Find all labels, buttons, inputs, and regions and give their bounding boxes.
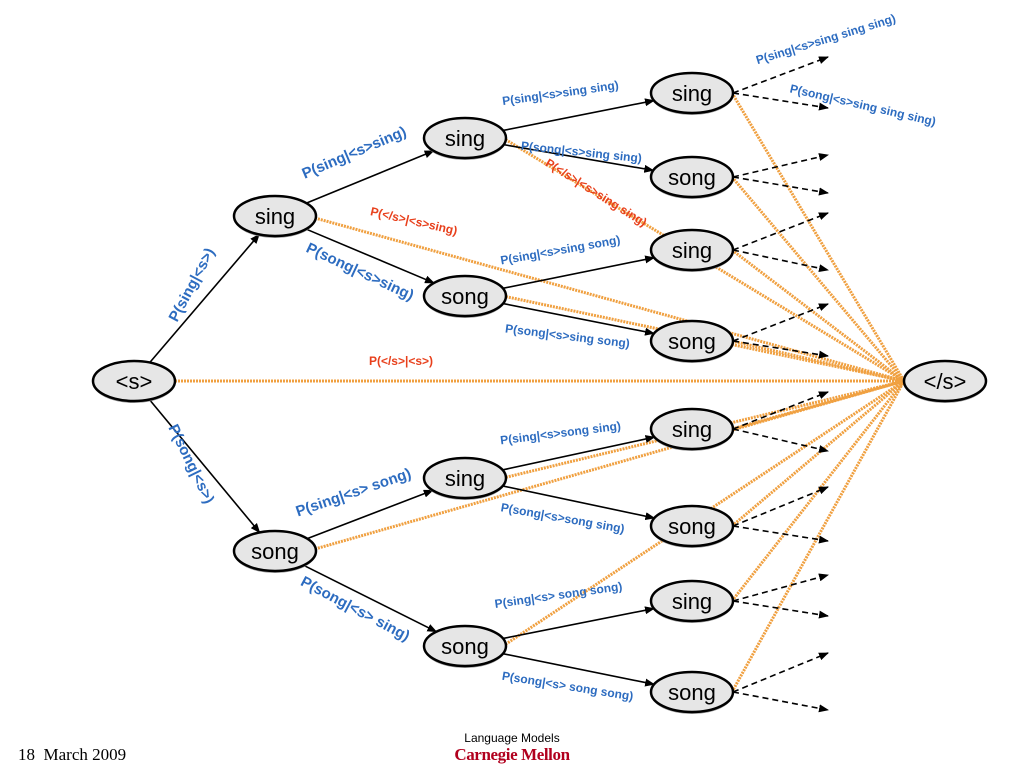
- continuation-arrow-l3_3-2: [732, 249, 829, 273]
- continuation-arrow-l3_7-1: [732, 573, 829, 602]
- node-label: sing: [445, 126, 485, 151]
- continuation-arrow-l3_1-2: [732, 92, 829, 111]
- arrow-gg-to-song: [502, 652, 656, 687]
- end-path-l3_4: [731, 339, 905, 383]
- node-label: song: [441, 634, 489, 659]
- continuation-arrow-l3_4-2: [732, 340, 829, 359]
- arrow-sing-to-song: [305, 228, 435, 284]
- node-label: song: [668, 329, 716, 354]
- node-l1-song: song: [232, 529, 318, 573]
- node-end: </s>: [902, 359, 988, 403]
- node-label: song: [668, 514, 716, 539]
- edge-label-gs-to-song: P(song|<s>song sing): [500, 500, 626, 536]
- end-path-l3_8: [730, 380, 906, 693]
- node-label: sing: [445, 466, 485, 491]
- continuation-arrow-l3_1-1: [732, 56, 829, 94]
- node-label: sing: [672, 589, 712, 614]
- node-l3-5: sing: [649, 407, 735, 451]
- edge-label-gg-to-sing: P(sing|<s> song song): [494, 579, 623, 611]
- edge-label-gg-to-song: P(song|<s> song song): [501, 669, 634, 704]
- node-l3-7: sing: [649, 579, 735, 623]
- continuation-arrow-l3_8-2: [732, 691, 829, 713]
- end-path-l3_2: [730, 176, 906, 382]
- node-l3-2: song: [649, 155, 735, 199]
- continuation-arrow-l3_3-1: [732, 212, 829, 251]
- edge-label-song-to-sing: P(sing|<s> song): [294, 465, 414, 520]
- footer-brand-logo: Carnegie Mellon: [454, 745, 570, 764]
- continuation-arrow-l3_2-1: [732, 153, 829, 178]
- arrow-start-to-song: [148, 399, 261, 534]
- arrows: [148, 98, 656, 687]
- edge-label-sss-to-sing: P(sing|<s>sing sing sing): [754, 11, 897, 67]
- edge-label-gs-to-sing: P(sing|<s>song sing): [499, 419, 621, 448]
- footer-branding: Language Models Carnegie Mellon: [412, 731, 612, 765]
- continuation-arrow-l3_7-2: [732, 600, 829, 619]
- end-path-l3_3: [731, 248, 905, 383]
- node-l2-sing-song: song: [422, 274, 508, 318]
- node-label: song: [251, 539, 299, 564]
- footer-subtitle: Language Models: [464, 731, 560, 745]
- node-start: <s>: [91, 359, 177, 403]
- arrow-gg-to-sing: [502, 606, 655, 640]
- arrow-gs-to-sing: [502, 435, 656, 471]
- node-l1-sing: sing: [232, 194, 318, 238]
- end-path-l3_5: [731, 379, 905, 431]
- arrow-sg-to-song: [502, 302, 655, 336]
- edge-label-song-to-song: P(song|<s> sing): [298, 573, 413, 645]
- node-label: </s>: [924, 369, 967, 394]
- node-label: sing: [672, 238, 712, 263]
- node-l3-6: song: [649, 504, 735, 548]
- continuation-arrow-l3_6-1: [732, 486, 829, 527]
- arrow-song-to-sing: [306, 489, 434, 540]
- edge-label-sg-to-sing: P(sing|<s>sing song): [499, 233, 621, 268]
- node-label: sing: [672, 417, 712, 442]
- node-l2-song-song: song: [422, 624, 508, 668]
- continuation-arrow-l3_6-2: [732, 525, 829, 544]
- node-label: sing: [672, 81, 712, 106]
- continuation-arrows: [732, 56, 829, 713]
- edge-label-s-to-song: P(song|<s>): [165, 422, 218, 507]
- node-label: sing: [255, 204, 295, 229]
- node-label: <s>: [116, 369, 153, 394]
- edge-label-s-to-end: P(</s>|<s>): [369, 354, 433, 368]
- edge-label-ss-to-sing: P(sing|<s>sing sing): [501, 78, 619, 108]
- arrow-song-to-song: [303, 564, 438, 633]
- end-path-l3_6: [731, 379, 905, 528]
- arrow-gs-to-song: [502, 485, 656, 521]
- continuation-arrow-l3_5-1: [732, 391, 829, 430]
- footer-date: 18 March 2009: [18, 745, 127, 764]
- end-path-l3_1: [730, 92, 906, 382]
- arrow-sing-to-sing: [306, 150, 435, 204]
- node-label: song: [668, 165, 716, 190]
- edge-label-sing-to-sing: P(sing|<s>sing): [299, 123, 408, 182]
- edge-label-sing-to-end: P(</s>|<s>sing): [369, 204, 459, 238]
- node-l2-sing-sing: sing: [422, 116, 508, 160]
- edge-label-sing-to-song: P(song|<s>sing): [303, 240, 416, 305]
- arrow-sg-to-sing: [502, 255, 656, 290]
- continuation-arrow-l3_5-2: [732, 428, 829, 453]
- node-l2-song-sing: sing: [422, 456, 508, 500]
- node-label: song: [441, 284, 489, 309]
- arrow-ss-to-song: [503, 143, 655, 173]
- edge-label-sss-to-song: P(song|<s>sing sing sing): [789, 81, 938, 128]
- arrow-start-to-sing: [149, 233, 260, 364]
- continuation-arrow-l3_4-1: [732, 303, 829, 342]
- continuation-arrow-l3_8-1: [732, 652, 829, 693]
- node-l3-1: sing: [649, 71, 735, 115]
- arrow-ss-to-sing: [502, 98, 655, 132]
- node-label: song: [668, 680, 716, 705]
- continuation-arrow-l3_2-2: [732, 176, 829, 196]
- end-path-l2_song_sing: [502, 379, 905, 480]
- node-l3-3: sing: [649, 228, 735, 272]
- node-l3-4: song: [649, 319, 735, 363]
- node-l3-8: song: [649, 670, 735, 714]
- nodes: <s> </s> sing song sing song sing song sing song s…: [91, 71, 988, 714]
